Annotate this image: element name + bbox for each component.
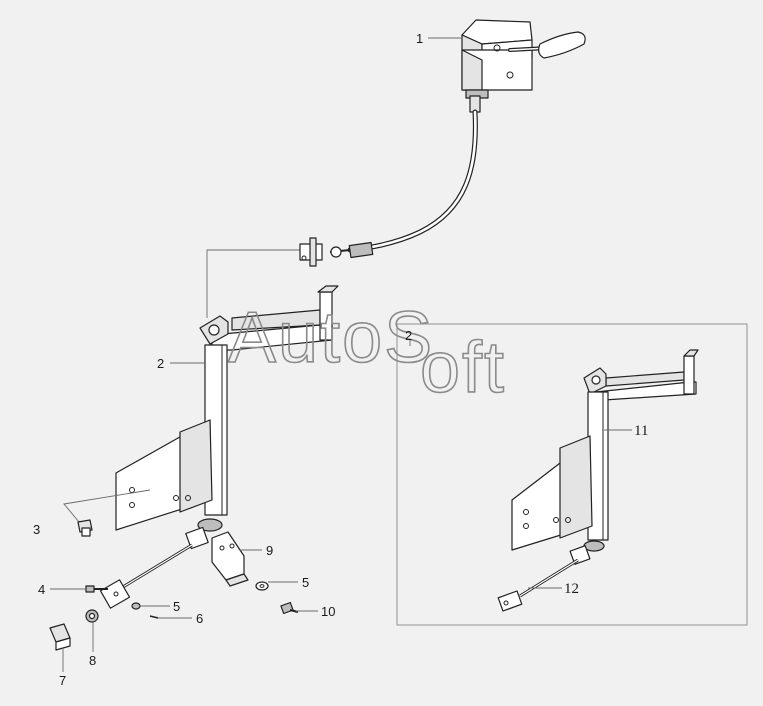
bolt-10 <box>280 601 299 615</box>
washer-5-lower <box>131 602 141 610</box>
watermark: AutoS <box>228 298 434 378</box>
callout-3: 3 <box>33 522 40 537</box>
callout-7: 7 <box>59 673 66 688</box>
bolt-3 <box>77 519 93 537</box>
callout-2-main: 2 <box>157 356 164 371</box>
washer-5-right <box>255 581 269 591</box>
bracket-9 <box>211 531 249 587</box>
callout-1: 1 <box>416 31 423 46</box>
leader-3 <box>63 489 151 529</box>
watermark-tail: oft <box>420 328 506 408</box>
control-unit <box>461 19 586 99</box>
rod-12 <box>497 558 579 612</box>
callout-5-lower: 5 <box>173 599 180 614</box>
callout-9: 9 <box>266 543 273 558</box>
inset-frame <box>396 323 748 626</box>
callout-5-right: 5 <box>302 575 309 590</box>
splitpin-6 <box>149 615 159 619</box>
callout-11: 11 <box>634 423 648 439</box>
nut-7 <box>49 623 71 651</box>
lower-clevis <box>99 579 131 609</box>
lever-assembly-main <box>115 285 339 592</box>
control-cable <box>299 95 481 267</box>
nut-8 <box>85 609 99 623</box>
callout-6: 6 <box>196 611 203 626</box>
leader-2-top <box>206 249 300 318</box>
callout-10: 10 <box>321 604 335 619</box>
callout-12: 12 <box>564 581 579 597</box>
lever-assembly-inset <box>511 349 699 565</box>
callout-8: 8 <box>89 653 96 668</box>
callout-2-top: 2 <box>405 328 412 343</box>
callout-4: 4 <box>38 582 45 597</box>
